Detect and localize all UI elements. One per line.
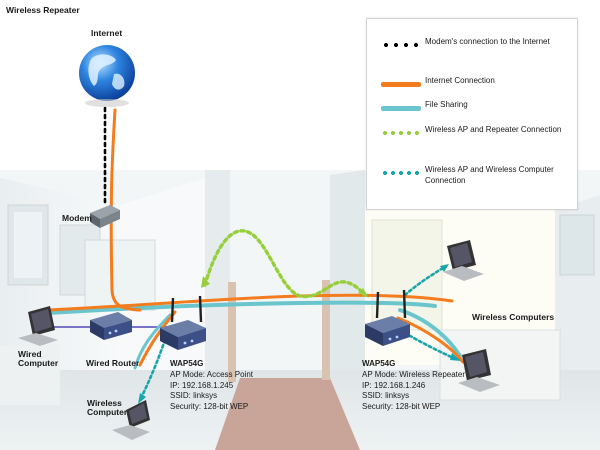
access-point-icon <box>160 295 206 350</box>
access-point-mode: AP Mode: Access Point <box>170 369 254 379</box>
wired-computer-label: Wired Computer <box>18 349 59 369</box>
legend-label: Wireless AP and Repeater Connection <box>425 125 562 134</box>
repeater-ssid: SSID: linksys <box>362 391 410 401</box>
access-point-name: WAP54G <box>170 359 204 368</box>
laptop-icon <box>18 240 500 440</box>
orange-line-swatch <box>381 82 421 87</box>
access-point-info: WAP54G AP Mode: Access Point IP: 192.168… <box>170 359 253 413</box>
repeater-ip: IP: 192.168.1.246 <box>362 380 426 390</box>
access-point-ssid: SSID: linksys <box>170 391 218 401</box>
wireless-computer-label: Wireless Computer <box>87 398 128 418</box>
black-dots-swatch <box>381 42 421 48</box>
repeater-mode: AP Mode: Wireless Repeater <box>362 369 466 379</box>
globe-icon <box>79 45 135 107</box>
green-dots-swatch <box>381 130 421 136</box>
legend-label: File Sharing <box>425 100 468 109</box>
repeater-info: WAP54G AP Mode: Wireless Repeater IP: 19… <box>362 359 465 413</box>
diagram-title: Wireless Repeater <box>6 5 80 15</box>
modem-label: Modem <box>62 213 92 223</box>
modem-icon <box>90 205 120 228</box>
legend: Modem's connection to the Internet Inter… <box>366 18 578 210</box>
legend-label: Wireless AP and Wireless Computer Connec… <box>425 165 554 185</box>
access-point-security: Security: 128-bit WEP <box>170 402 249 412</box>
repeater-security: Security: 128-bit WEP <box>362 402 441 412</box>
room-background <box>0 170 600 450</box>
wireless-computers-label: Wireless Computers <box>472 312 555 322</box>
file-sharing-line <box>46 300 437 315</box>
router-icon <box>90 312 132 340</box>
legend-label: Modem's connection to the Internet <box>425 37 550 46</box>
repeater-icon <box>365 289 410 346</box>
access-point-ip: IP: 192.168.1.245 <box>170 380 234 390</box>
internet-label: Internet <box>91 28 123 38</box>
repeater-name: WAP54G <box>362 359 396 368</box>
ap-client-link-left <box>138 338 167 402</box>
blue-line-swatch <box>381 106 421 111</box>
legend-label: Internet Connection <box>425 76 495 85</box>
teal-dots-swatch <box>381 170 421 176</box>
ap-repeater-link <box>203 229 367 299</box>
wired-router-label: Wired Router <box>86 358 140 368</box>
